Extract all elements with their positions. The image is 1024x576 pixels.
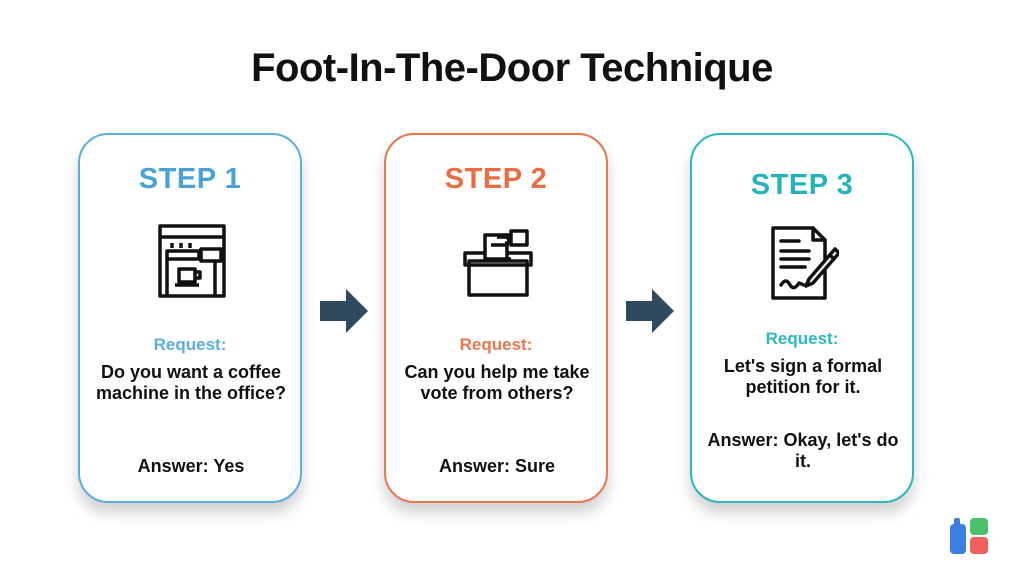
page-title: Foot-In-The-Door Technique <box>251 46 773 90</box>
ballot-box-icon <box>463 229 533 297</box>
brand-logo-icon <box>950 518 988 554</box>
request-label: Request: <box>459 335 533 354</box>
answer-text: Answer: Sure <box>438 456 556 476</box>
request-text: Can you help me take vote from others? <box>404 362 590 403</box>
arrow-right-icon <box>320 289 368 333</box>
request-label: Request: <box>153 335 227 354</box>
step-card-3: STEP 3 Request: Let's sign a formal peti… <box>690 133 914 503</box>
step-card-1: STEP 1 Request: Do you want a coffee mac… <box>78 133 302 503</box>
coffee-machine-icon <box>158 224 226 298</box>
request-text: Let's sign a formal petition for it. <box>723 356 883 397</box>
request-label: Request: <box>765 329 839 348</box>
step-label: STEP 3 <box>750 169 854 201</box>
request-text: Do you want a coffee machine in the offi… <box>95 362 287 403</box>
step-label: STEP 2 <box>444 163 548 195</box>
signed-document-icon <box>771 226 839 300</box>
step-card-2: STEP 2 Request: Can you help me take vot… <box>384 133 608 503</box>
answer-text: Answer: Okay, let's do it. <box>707 430 899 471</box>
answer-text: Answer: Yes <box>137 456 245 476</box>
arrow-right-icon <box>626 289 674 333</box>
step-label: STEP 1 <box>138 163 242 195</box>
